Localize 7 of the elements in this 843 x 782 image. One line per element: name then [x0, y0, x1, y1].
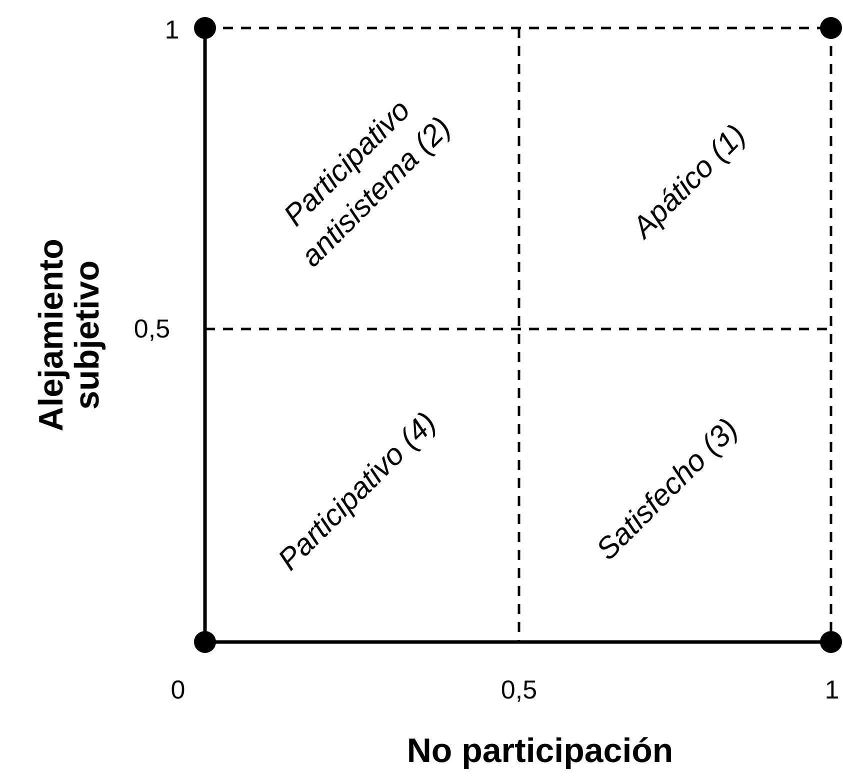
tick-label: 0,5 [134, 314, 170, 344]
tick-label: 1 [164, 16, 180, 44]
tick-label: 1 [824, 676, 840, 704]
axis-title: Alejamiento subjetivo [34, 238, 106, 434]
axis-title: No participación [406, 734, 674, 770]
tick-label: 0,5 [500, 676, 538, 704]
tick-label: 0 [170, 676, 186, 704]
